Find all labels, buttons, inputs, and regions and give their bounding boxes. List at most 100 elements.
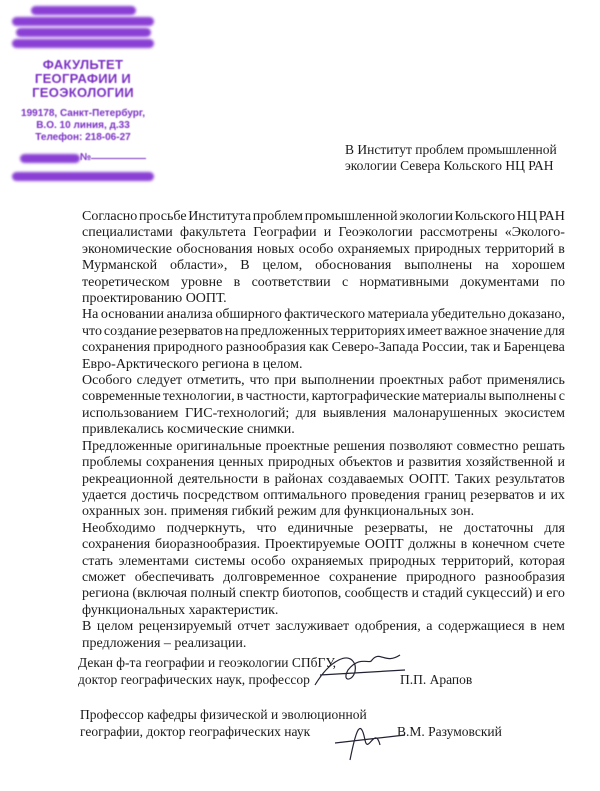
word: проблемы: [82, 455, 142, 471]
word: достичь: [131, 487, 179, 503]
word: просьбе: [138, 209, 187, 224]
word: что: [249, 373, 270, 389]
word: в: [263, 471, 270, 487]
stamp-title: ГЕОГРАФИИ И: [34, 71, 132, 86]
text-line: Евро-Арктического региона в целом.: [82, 356, 303, 372]
word: Проектируемые: [264, 537, 360, 553]
word: в: [460, 537, 468, 553]
word: природных: [369, 553, 436, 569]
word: отчет: [237, 619, 270, 635]
signature-name: П.П. Арапов: [400, 672, 473, 687]
word: для: [544, 323, 565, 339]
word: экологии: [399, 209, 453, 224]
word: сохранения: [146, 455, 215, 471]
word: оригинальные: [176, 438, 262, 454]
word: и: [538, 487, 547, 503]
word: сохранения: [82, 537, 151, 553]
word: подчеркнуть,: [166, 520, 246, 536]
word: обоснования: [176, 241, 253, 257]
word: его: [546, 586, 565, 602]
handwritten-signature: [334, 727, 406, 761]
signature-title: доктор географических наук, профессор: [78, 672, 310, 687]
word: специалистами: [82, 225, 173, 241]
word: картографические: [311, 389, 420, 405]
word: и: [535, 586, 544, 602]
word: обширного: [215, 307, 282, 323]
text-line: предложения – реализации.: [82, 635, 247, 651]
word: следует: [136, 373, 183, 389]
word: уровне: [180, 274, 223, 290]
word: должны: [408, 537, 456, 553]
stamp-blur: [15, 28, 151, 37]
word: Геоэкологии: [338, 225, 413, 241]
word: деятельности: [178, 471, 259, 487]
word: решения: [333, 438, 386, 454]
addressee-line: экологии Севера Кольского НЦ РАН: [345, 158, 554, 173]
word: совместно: [456, 438, 519, 454]
word: создание: [103, 323, 157, 339]
word: единичные: [287, 520, 354, 536]
word: факультета: [180, 225, 246, 241]
word: соответствии: [251, 274, 331, 290]
stamp-blur: [11, 17, 155, 26]
word: посредством: [183, 487, 259, 503]
word: использованием: [82, 405, 179, 421]
text-line: функциональных характеристик.: [82, 602, 279, 618]
word: территорий: [485, 241, 554, 257]
word: выполнены: [488, 389, 557, 405]
word: и: [557, 455, 565, 471]
word: теоретическом: [82, 274, 170, 290]
signature-block-dean: Декан ф-та географии и геоэкологии СПбГУ…: [78, 654, 336, 688]
word: резерватов: [470, 487, 535, 503]
word: (включая: [132, 586, 188, 602]
word: предложенных: [240, 323, 329, 339]
word: в: [530, 619, 537, 635]
word: Кольского: [454, 209, 516, 224]
word: рецензируемый: [138, 619, 232, 635]
word: не: [439, 520, 453, 536]
word: на: [224, 323, 239, 339]
word: биотопов,: [282, 586, 342, 602]
word: ООПТ: [364, 537, 404, 553]
word: материалы: [422, 389, 487, 405]
word: экономические: [82, 241, 173, 257]
word: и: [411, 586, 419, 602]
stamp-address: 199178, Санкт-Петербург,: [21, 108, 145, 119]
text-line: привлекались космические снимки.: [82, 422, 295, 438]
word: сукцессий): [466, 586, 533, 602]
text-line: проектированию ООПТ.: [82, 291, 227, 307]
word: сохранение: [329, 569, 397, 585]
word: с: [341, 274, 349, 290]
word: природных: [268, 455, 335, 471]
word: работ: [448, 373, 483, 389]
stamp-title: ФАКУЛЬТЕТ: [42, 57, 124, 72]
word: и: [396, 455, 405, 471]
word: доказано,: [508, 307, 565, 323]
word: рекреационной: [82, 471, 174, 487]
word: малонарушенных: [392, 405, 498, 421]
word: В: [82, 619, 92, 635]
word: проектных: [379, 373, 444, 389]
word: и: [323, 225, 332, 241]
word: отметить,: [187, 373, 245, 389]
word: целом,: [262, 258, 303, 274]
word: объектов: [338, 455, 393, 471]
signature-title: географии, доктор географических наук: [80, 724, 311, 739]
word: создаваемых: [327, 471, 404, 487]
